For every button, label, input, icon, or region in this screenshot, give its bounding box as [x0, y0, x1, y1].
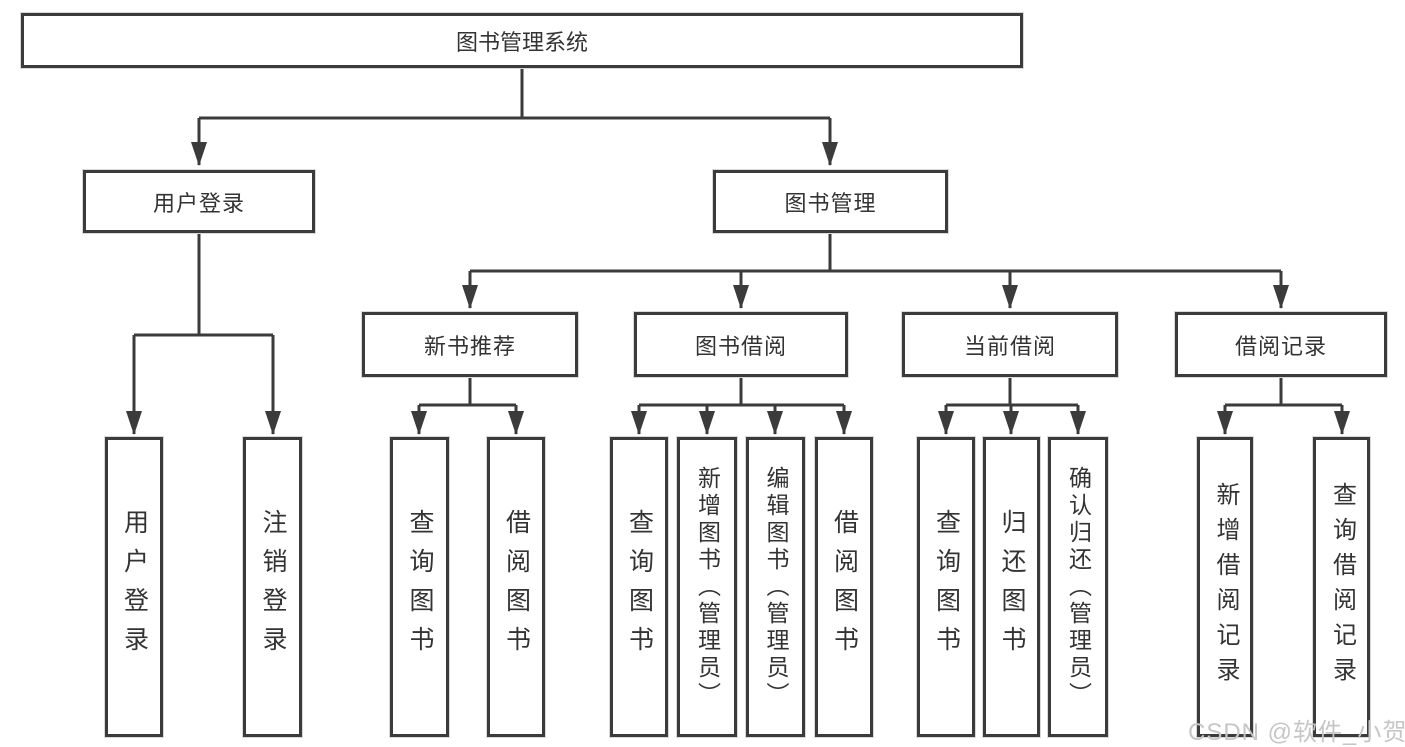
node-root-library-system: 图书管理系统: [21, 13, 1023, 68]
leaf-query-books: 查询图书: [917, 437, 975, 737]
leaf-label: 查询图书: [406, 509, 434, 665]
leaf-label: 用户登录: [120, 509, 149, 665]
leaf-label: 查询图书: [932, 509, 961, 665]
node-user-login: 用户登录: [83, 170, 315, 233]
node-label: 新书推荐: [423, 333, 516, 359]
leaf-label: 归还图书: [998, 509, 1026, 665]
node-new-book-recommend: 新书推荐: [362, 312, 578, 377]
node-root-label: 图书管理系统: [455, 29, 588, 55]
leaf-return-books: 归还图书: [983, 437, 1040, 737]
leaf-label: 确认归还（管理员）: [1065, 465, 1092, 709]
node-label: 当前借阅: [963, 333, 1056, 359]
leaf-user-login: 用户登录: [105, 437, 163, 737]
leaf-label: 新增借阅记录: [1212, 482, 1239, 692]
leaf-borrow-books: 借阅图书: [487, 437, 545, 737]
node-book-management: 图书管理: [713, 170, 948, 233]
node-label: 借阅记录: [1234, 333, 1327, 359]
node-label: 图书借阅: [694, 333, 787, 359]
leaf-edit-books-admin: 编辑图书（管理员）: [746, 437, 805, 737]
node-current-borrow: 当前借阅: [902, 312, 1118, 377]
node-borrow-record: 借阅记录: [1175, 312, 1387, 377]
leaf-query-books: 查询图书: [610, 437, 668, 737]
leaf-add-books-admin: 新增图书（管理员）: [677, 437, 737, 737]
leaf-label: 借阅图书: [502, 509, 531, 665]
leaf-logout: 注销登录: [243, 437, 302, 737]
leaf-label: 新增图书（管理员）: [694, 465, 721, 709]
leaf-borrow-books: 借阅图书: [815, 437, 873, 737]
leaf-add-borrow-record: 新增借阅记录: [1197, 437, 1253, 737]
leaf-query-books: 查询图书: [390, 437, 449, 737]
leaf-confirm-return-admin: 确认归还（管理员）: [1048, 437, 1108, 737]
node-book-borrow: 图书借阅: [634, 312, 848, 377]
leaf-label: 注销登录: [259, 509, 287, 665]
leaf-label: 借阅图书: [830, 509, 859, 665]
node-label: 图书管理: [784, 190, 877, 216]
leaf-label: 查询图书: [625, 509, 654, 665]
leaf-query-borrow-record: 查询借阅记录: [1313, 437, 1370, 737]
leaf-label: 查询借阅记录: [1328, 482, 1356, 692]
csdn-watermark: CSDN @软件_小贺同学: [1188, 719, 1405, 746]
leaf-label: 编辑图书（管理员）: [763, 465, 789, 709]
node-label: 用户登录: [152, 190, 245, 216]
